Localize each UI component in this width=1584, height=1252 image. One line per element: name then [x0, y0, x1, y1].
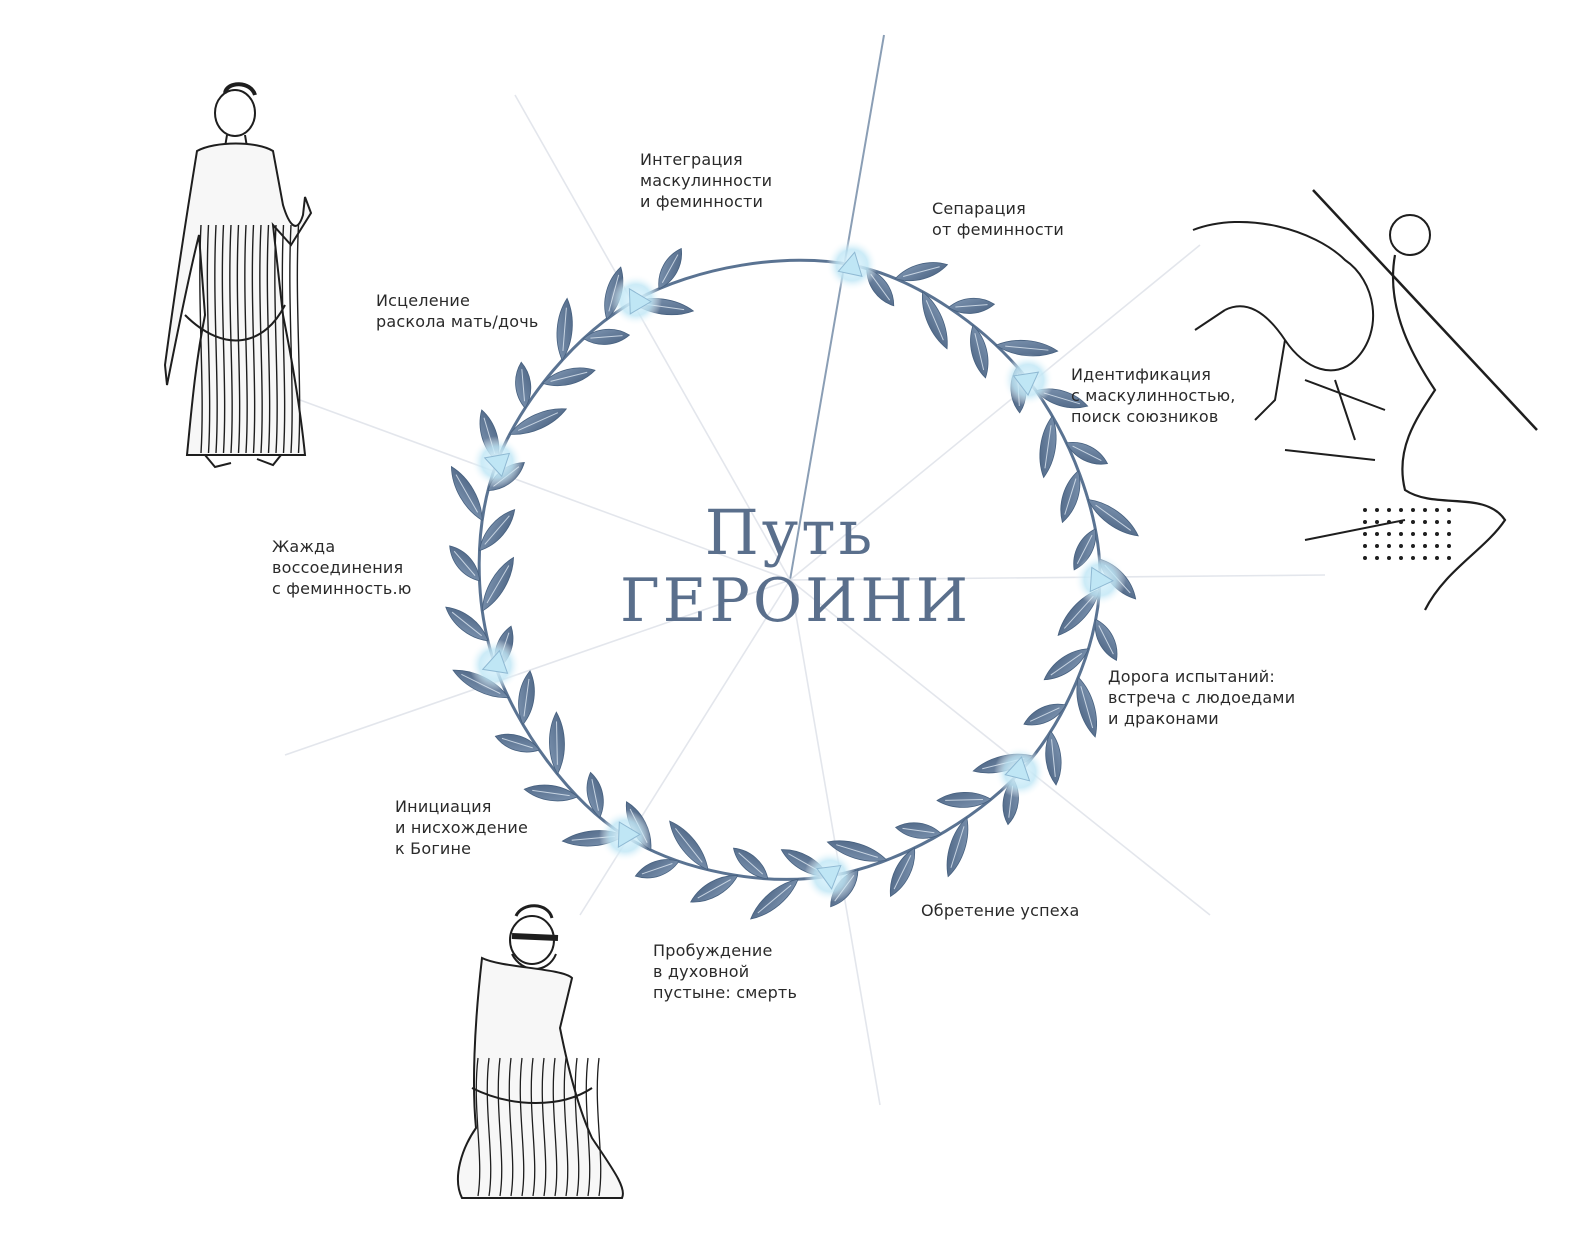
warrior-horse-figure-icon — [1193, 190, 1537, 610]
stage-label-line: Инициация — [395, 796, 528, 817]
laurel-leaf — [476, 554, 520, 615]
greek-woman-figure-icon — [165, 84, 311, 467]
pattern-dot — [1375, 520, 1379, 524]
pattern-dot — [1423, 556, 1427, 560]
pattern-dot — [1375, 544, 1379, 548]
stage-label-awakening: Пробуждение в духовной пустыне: смерть — [653, 940, 797, 1003]
pattern-dot — [1363, 556, 1367, 560]
pattern-dot — [1387, 544, 1391, 548]
stage-label-line: маскулинности — [640, 170, 772, 191]
stage-label-line: и драконами — [1108, 708, 1295, 729]
stage-label-line: Пробуждение — [653, 940, 797, 961]
pattern-dot — [1423, 544, 1427, 548]
title-line-2: героини — [620, 568, 960, 634]
laurel-leaf — [583, 771, 607, 819]
pattern-dot — [1399, 556, 1403, 560]
warrior-helmet — [1390, 215, 1430, 255]
stage-label-line: встреча с людоедами — [1108, 687, 1295, 708]
warrior-limbs — [1285, 380, 1405, 540]
kneeling-woman-figure-icon — [458, 906, 623, 1198]
figure-head — [215, 90, 255, 136]
pattern-dot — [1375, 532, 1379, 536]
stage-label-integration: Интеграция маскулинности и феминности — [640, 149, 772, 212]
figure-hair — [225, 84, 255, 95]
stage-label-line: Идентификация — [1071, 364, 1236, 385]
pattern-dot — [1435, 532, 1439, 536]
stage-label-initiation: Инициация и нисхождение к Богине — [395, 796, 528, 859]
pattern-dot — [1363, 520, 1367, 524]
pattern-dot — [1399, 520, 1403, 524]
stage-label-line: пустыне: смерть — [653, 982, 797, 1003]
pattern-dot — [1411, 532, 1415, 536]
laurel-leaf — [583, 328, 630, 347]
hair-band — [512, 936, 558, 938]
pattern-dot — [1423, 508, 1427, 512]
figure-feet — [205, 455, 281, 467]
stage-label-line: Обретение успеха — [921, 900, 1079, 921]
pattern-dot — [1447, 508, 1451, 512]
pattern-dot — [1411, 508, 1415, 512]
pattern-dot — [1447, 556, 1451, 560]
pattern-dot — [1411, 520, 1415, 524]
pattern-dot — [1363, 532, 1367, 536]
pattern-dot — [1435, 508, 1439, 512]
pattern-dot — [1387, 520, 1391, 524]
pattern-dot — [1363, 544, 1367, 548]
pattern-dot — [1375, 556, 1379, 560]
stage-label-line: раскола мать/дочь — [376, 311, 538, 332]
stage-label-trials: Дорога испытаний: встреча с людоедами и … — [1108, 666, 1295, 729]
diagram-title: Путь героини — [620, 498, 960, 634]
pattern-dot — [1387, 508, 1391, 512]
stage-label-line: воссоединения — [272, 557, 412, 578]
pattern-dot — [1363, 508, 1367, 512]
pattern-dot — [1435, 544, 1439, 548]
pattern-dot — [1375, 508, 1379, 512]
stage-label-line: с маскулинностью, — [1071, 385, 1236, 406]
stage-label-line: от феминности — [932, 219, 1064, 240]
pattern-dot — [1435, 556, 1439, 560]
stage-label-line: и феминности — [640, 191, 772, 212]
pattern-dot — [1387, 556, 1391, 560]
stage-label-longing: Жажда воссоединения с феминность.ю — [272, 536, 412, 599]
stage-label-identification: Идентификация с маскулинностью, поиск со… — [1071, 364, 1236, 427]
figure-dress — [458, 958, 623, 1198]
stage-label-line: с феминность.ю — [272, 578, 412, 599]
pattern-dot — [1435, 520, 1439, 524]
stage-label-line: и нисхождение — [395, 817, 528, 838]
stage-label-line: Интеграция — [640, 149, 772, 170]
pattern-dot — [1399, 544, 1403, 548]
pattern-dot — [1399, 532, 1403, 536]
laurel-leaf — [523, 782, 579, 804]
spear — [1313, 190, 1537, 430]
pattern-dot — [1411, 556, 1415, 560]
pattern-dot — [1447, 544, 1451, 548]
pattern-dot — [1399, 508, 1403, 512]
stage-label-line: Сепарация — [932, 198, 1064, 219]
stage-label-line: к Богине — [395, 838, 528, 859]
stage-label-line: Дорога испытаний: — [1108, 666, 1295, 687]
pattern-dot — [1447, 532, 1451, 536]
pattern-dot — [1411, 544, 1415, 548]
stage-label-separation: Сепарация от феминности — [932, 198, 1064, 240]
stage-label-healing: Исцеление раскола мать/дочь — [376, 290, 538, 332]
stage-label-success: Обретение успеха — [921, 900, 1079, 921]
pattern-dot — [1423, 532, 1427, 536]
laurel-leaf — [746, 873, 803, 924]
stage-label-line: поиск союзников — [1071, 406, 1236, 427]
pattern-dot — [1447, 520, 1451, 524]
stage-label-line: Жажда — [272, 536, 412, 557]
stage-label-line: в духовной — [653, 961, 797, 982]
title-line-1: Путь — [620, 498, 960, 568]
pattern-dot — [1423, 520, 1427, 524]
pattern-dot — [1387, 532, 1391, 536]
stage-label-line: Исцеление — [376, 290, 538, 311]
